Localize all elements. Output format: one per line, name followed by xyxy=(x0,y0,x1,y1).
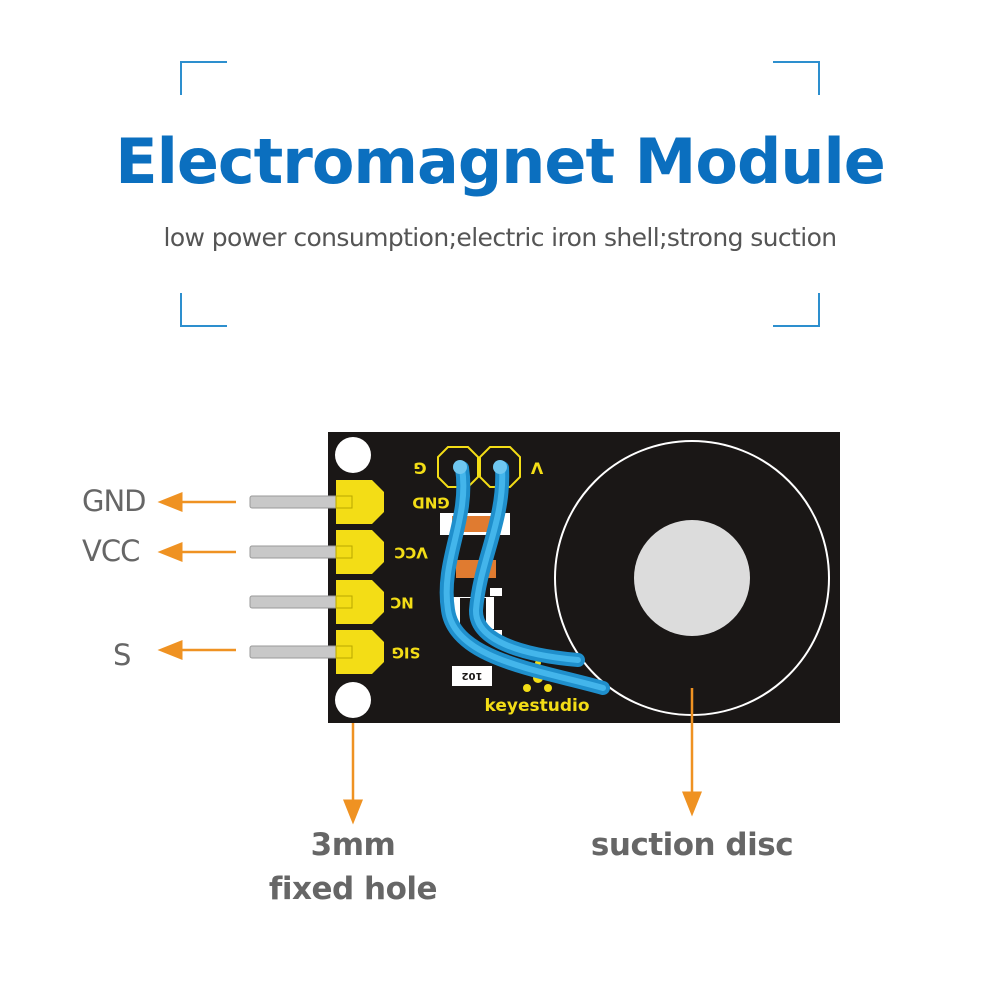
silk-gnd: GND xyxy=(412,494,449,512)
frame-corner-bottom-right xyxy=(773,293,820,327)
callout-suction-disc: suction disc xyxy=(590,827,794,863)
chip-label-102: 102 xyxy=(462,670,483,681)
page-subtitle: low power consumption;electric iron shel… xyxy=(163,223,837,252)
silk-coil-v: V xyxy=(530,459,543,478)
coil-solder-g xyxy=(453,460,467,474)
mounting-hole-bottom xyxy=(335,682,371,718)
brand-logo-text: keyestudio xyxy=(484,696,589,716)
smd-resistor-102: 102 xyxy=(452,666,492,686)
frame-corner-bottom-left xyxy=(180,293,227,327)
callout-fixed-hole-line2: fixed hole xyxy=(268,871,438,907)
header-pads xyxy=(336,480,384,674)
mounting-hole-top xyxy=(335,437,371,473)
pin-label-s: S xyxy=(113,638,131,672)
silk-coil-g: G xyxy=(413,459,426,478)
coil-solder-v xyxy=(493,460,507,474)
frame-corner-top-right xyxy=(773,61,820,95)
callout-fixed-hole-line1: 3mm xyxy=(310,827,396,863)
header-pad-holes xyxy=(335,495,353,659)
callout-fixed-hole: 3mm fixed hole xyxy=(253,823,453,911)
pin-label-vcc: VCC xyxy=(82,534,140,568)
silk-vcc: VCC xyxy=(394,544,428,562)
frame-corner-top-left xyxy=(180,61,227,95)
silk-nc: NC xyxy=(390,594,414,612)
suction-disc-core xyxy=(634,520,750,636)
pin-label-gnd: GND xyxy=(82,484,146,518)
page-title: Electromagnet Module xyxy=(115,125,886,198)
silk-sig: SIG xyxy=(392,644,421,662)
